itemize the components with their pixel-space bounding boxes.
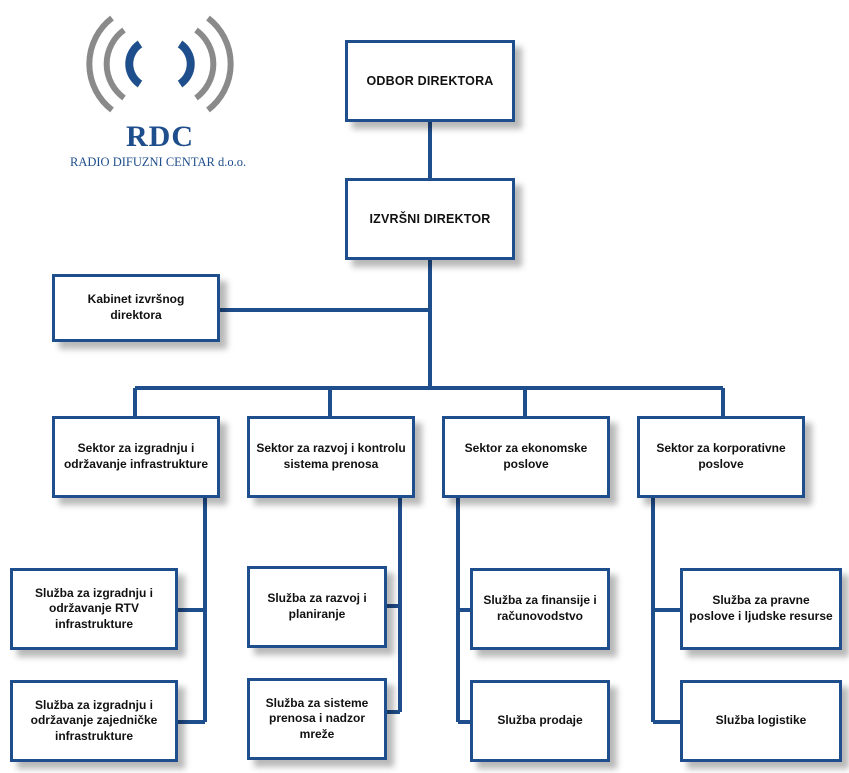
sluzba-pravne-poslove-label: Služba za pravne poslove i ljudske resur… [689,593,833,623]
sektor-razvoj-box: Sektor za razvoj i kontrolu sistema pren… [247,416,415,498]
sektor-korporativni-box: Sektor za korporativne poslove [637,416,805,498]
sluzba-logistike-box: Služba logistike [680,680,842,762]
izvrsni-direktor-box: IZVRŠNI DIREKTOR [345,178,515,260]
sektor-korporativni-label: Sektor za korporativne poslove [656,441,786,471]
sluzba-pravne-poslove-box: Služba za pravne poslove i ljudske resur… [680,568,842,650]
odbor-direktora-box: ODBOR DIREKTORA [345,40,515,122]
sluzba-rtv-infrastruktura-label: Služba za izgradnju i održavanje RTV inf… [34,585,153,631]
sektor-izgradnja-box: Sektor za izgradnju i održavanje infrast… [52,416,220,498]
rdc-logo: RDC RADIO DIFUZNI CENTAR d.o.o. [60,10,290,170]
sluzba-zajednicka-infrastruktura-box: Služba za izgradnju i održavanje zajedni… [10,680,178,762]
sektor-razvoj-label: Sektor za razvoj i kontrolu sistema pren… [256,441,406,471]
kabinet-box: Kabinet izvršnog direktora [52,274,220,342]
sluzba-prodaje-box: Služba prodaje [470,680,610,762]
sluzba-sistemi-prenosa-label: Služba za sisteme prenosa i nadzor mreže [265,695,369,741]
logo-abbreviation: RDC [126,120,194,153]
sluzba-prodaje-label: Služba prodaje [497,713,583,728]
sluzba-logistike-label: Služba logistike [715,713,807,728]
sluzba-razvoj-planiranje-label: Služba za razvoj i planiranje [267,591,367,621]
sluzba-sistemi-prenosa-box: Služba za sisteme prenosa i nadzor mreže [247,678,387,760]
radio-waves-icon [86,15,234,113]
kabinet-label: Kabinet izvršnog direktora [87,292,185,322]
sektor-ekonomski-box: Sektor za ekonomske poslove [442,416,610,498]
izvrsni-direktor-label: IZVRŠNI DIREKTOR [369,211,491,226]
odbor-direktora-label: ODBOR DIREKTORA [366,73,494,88]
sluzba-zajednicka-infrastruktura-label: Služba za izgradnju i održavanje zajedni… [30,697,158,743]
sluzba-finansije-label: Služba za finansije i računovodstvo [483,593,597,623]
logo-company-name: RADIO DIFUZNI CENTAR d.o.o. [70,155,247,169]
sluzba-razvoj-planiranje-box: Služba za razvoj i planiranje [247,566,387,648]
sektor-ekonomski-label: Sektor za ekonomske poslove [464,441,588,471]
sluzba-finansije-box: Služba za finansije i računovodstvo [470,568,610,650]
sluzba-rtv-infrastruktura-box: Služba za izgradnju i održavanje RTV inf… [10,568,178,650]
sektor-izgradnja-label: Sektor za izgradnju i održavanje infrast… [63,441,209,471]
